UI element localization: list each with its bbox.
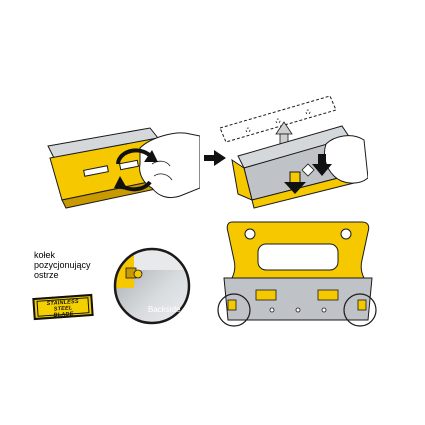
pin-label-line: ostrze [34, 270, 59, 280]
pin-label-line: pozycjonujący [34, 260, 91, 270]
detail-caption: Backside [148, 305, 181, 314]
pin-label: kołek pozycjonujący ostrze [34, 250, 124, 280]
rotate-arrows-icon [114, 148, 158, 192]
arrow-right-icon [204, 150, 226, 166]
step2-illustration [219, 95, 368, 209]
steel-plate [223, 277, 373, 321]
positioning-pin [133, 269, 143, 279]
pin-label-line: kołek [34, 250, 56, 260]
holder-slot [83, 165, 109, 177]
step1-illustration [47, 127, 200, 209]
corner-detail-circle [343, 293, 377, 327]
blade-outline-dashed [219, 95, 337, 143]
holder-slot [119, 159, 139, 171]
down-arrow-icon [284, 154, 332, 194]
handle-opening [257, 243, 339, 271]
step3-illustration [217, 221, 377, 327]
corner-detail-circle [217, 293, 251, 327]
detail-circle: Backside [113, 247, 191, 325]
stainless-steel-badge: STAINLESS STEEL BLADE [32, 293, 94, 321]
